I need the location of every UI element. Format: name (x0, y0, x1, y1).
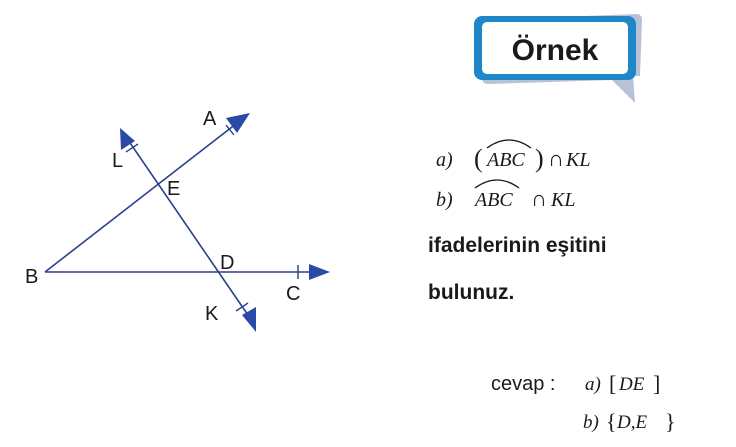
ornek-badge: Örnek (474, 14, 642, 103)
label-b: B (25, 266, 38, 288)
tick-l (125, 143, 139, 153)
question-a-left-paren: ( (474, 144, 483, 173)
point-labels: A B C D E K L (25, 108, 300, 325)
arrow-k (242, 307, 256, 332)
answer-a-value: DE (618, 374, 645, 395)
answer-a-close: ] (653, 371, 660, 396)
question-b-rhs: KL (550, 189, 575, 211)
answer-b-value: D,E (616, 412, 647, 433)
figure-lines (44, 119, 318, 319)
tick-k (235, 302, 249, 312)
question-b: b) ABC ∩ KL (436, 179, 575, 211)
question-a-arc (486, 139, 532, 149)
tick-marks (125, 124, 299, 312)
question-b-angle: ABC (473, 189, 513, 211)
label-d: D (220, 252, 234, 274)
question-b-op: ∩ (531, 186, 547, 211)
answer-b-close: } (665, 409, 676, 434)
instruction-line-2: bulunuz. (428, 281, 514, 304)
arrow-a (226, 113, 250, 133)
label-e: E (167, 178, 180, 200)
label-c: C (286, 283, 300, 305)
arrowheads (120, 113, 330, 332)
line-kl (125, 136, 251, 319)
question-a-right-paren: ) (535, 144, 544, 173)
question-a-angle: ABC (485, 149, 525, 171)
label-a: A (203, 108, 217, 130)
instruction-line-1: ifadelerinin eşitini (428, 234, 607, 257)
answer-block: cevap : a) [ DE ] b) { D,E } (491, 371, 676, 434)
question-b-arc (474, 179, 520, 189)
arrow-l (120, 128, 135, 150)
answer-prefix: cevap : (491, 373, 555, 395)
badge-inner (482, 22, 628, 74)
badge-title: Örnek (512, 34, 599, 67)
ray-ba (44, 119, 242, 273)
answer-a-label: a) (585, 374, 601, 395)
question-a: a) ( ABC ) ∩ KL (436, 139, 590, 173)
label-l: L (112, 150, 123, 172)
answer-b-open: { (606, 409, 617, 434)
question-a-label: a) (436, 149, 453, 171)
question-b-label: b) (436, 189, 453, 211)
label-k: K (205, 303, 219, 325)
answer-a-open: [ (609, 371, 616, 396)
question-a-rhs: KL (565, 149, 590, 171)
answer-b-label: b) (583, 412, 599, 433)
tick-a (225, 124, 235, 136)
arrow-c (309, 264, 330, 280)
question-a-op: ∩ (548, 146, 564, 171)
